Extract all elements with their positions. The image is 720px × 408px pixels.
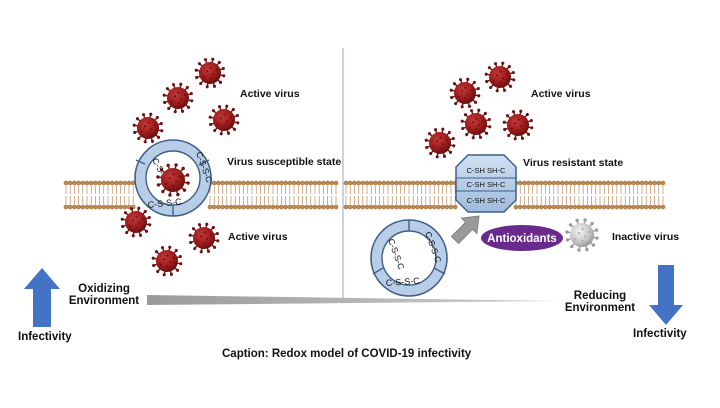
infectivity-down-arrow-icon [649,265,683,325]
active-virus-right-2 [484,61,516,93]
active-virus-label-right: Active virus [531,88,591,100]
active-virus-left-4 [208,104,240,136]
reducing-line2: Environment [564,302,636,314]
thiol-label-2: C-SH SH-C [467,180,506,189]
active-virus-left-6 [188,222,220,254]
antioxidants-label: Antioxidants [487,233,557,245]
oxidizing-line2: Environment [68,295,140,307]
thiol-label-3: C-SH SH-C [467,196,506,205]
thiol-label-1: C-SH SH-C [467,166,506,175]
cell-membrane-right [343,180,666,210]
antioxidants-pill: Antioxidants [481,225,563,251]
figure-caption: Caption: Redox model of COVID-19 infecti… [222,348,472,360]
infectivity-label-right: Infectivity [633,328,687,340]
reducing-environment-label: Reducing Environment [555,290,645,314]
active-virus-right-5 [502,109,534,141]
resistant-state-label: Virus resistant state [523,157,624,169]
reducing-line1: Reducing [573,290,627,302]
active-virus-right-4 [460,108,492,140]
inactive-virus-label: Inactive virus [612,231,680,243]
disulfide-label-bottom-free: C-S-S-C [385,276,420,288]
bound-virus [156,163,190,197]
oxidizing-environment-label: Oxidizing Environment [60,283,148,307]
active-virus-label-bottom-left: Active virus [228,231,288,243]
redox-gradient-wedge [147,295,560,305]
active-virus-right-3 [424,127,456,159]
susceptible-state-label: Virus susceptible state [227,156,342,168]
infectivity-up-arrow-icon [24,268,60,327]
disulfide-label-bottom-left: C-S-S-C [147,196,182,210]
active-virus-left-3 [132,112,164,144]
active-virus-left-2 [162,82,194,114]
receptor-reduced-octagon: C-SH SH-C C-SH SH-C C-SH SH-C [455,154,517,213]
receptor-free-ring: C-S-S-C C-S-S-C C-S-S-C [370,219,448,297]
active-virus-right-1 [449,77,481,109]
inactive-virus [565,218,599,252]
active-virus-left-1 [194,57,226,89]
infectivity-label-left: Infectivity [18,331,72,343]
reduction-arrow-icon [450,215,480,245]
active-virus-left-5 [120,206,152,238]
active-virus-left-7 [151,245,183,277]
active-virus-label-top-left: Active virus [240,88,300,100]
oxidizing-line1: Oxidizing [78,283,130,295]
